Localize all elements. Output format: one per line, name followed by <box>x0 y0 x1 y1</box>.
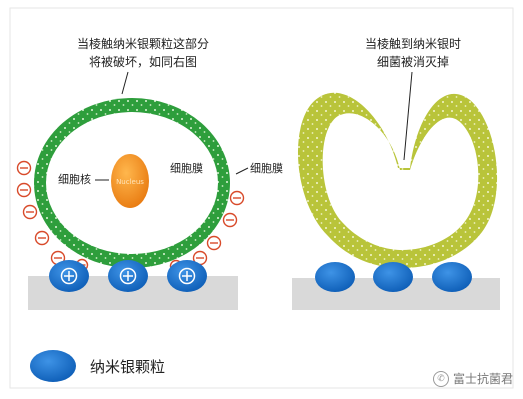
silver-particle <box>49 260 89 292</box>
silver-particles-right <box>315 262 472 292</box>
legend-silver-icon <box>30 350 76 382</box>
left-caption-pointer <box>121 71 129 95</box>
nucleus-label: 细胞核 <box>58 172 91 186</box>
right-caption-pointer <box>403 71 413 161</box>
negative-charge <box>206 235 222 251</box>
negative-charge <box>22 204 38 220</box>
left-caption-line2: 将被破坏，如同右图 <box>89 54 197 69</box>
negative-charge <box>222 212 238 228</box>
nucleus <box>111 154 149 208</box>
wechat-icon: ✆ <box>432 370 449 387</box>
right-caption-line2: 细菌被消灭掉 <box>377 55 449 69</box>
silver-particle <box>432 262 472 292</box>
membrane-label-pointer <box>235 167 249 175</box>
negative-charge <box>229 190 245 206</box>
silver-particle <box>315 262 355 292</box>
silver-particle <box>108 260 148 292</box>
ruptured-cell <box>297 92 498 268</box>
nucleus-text: Nucleus <box>116 178 144 186</box>
silver-particle <box>373 262 413 292</box>
silver-particles-left <box>49 260 207 292</box>
legend-label: 纳米银颗粒 <box>90 358 165 376</box>
negative-charge <box>34 230 50 246</box>
negative-charge <box>16 182 32 198</box>
watermark-text: 富士抗菌君 <box>452 372 513 386</box>
membrane-label-inner: 细胞膜 <box>170 162 203 175</box>
right-caption-line1: 当棱触到纳米银时 <box>365 36 461 51</box>
silver-particle <box>167 260 207 292</box>
watermark: ✆ 富士抗菌君 <box>432 370 513 387</box>
membrane-label-outer: 细胞膜 <box>250 162 283 175</box>
left-caption-line1: 当棱触纳米银颗粒这部分 <box>77 36 209 51</box>
negative-charge <box>16 160 32 176</box>
